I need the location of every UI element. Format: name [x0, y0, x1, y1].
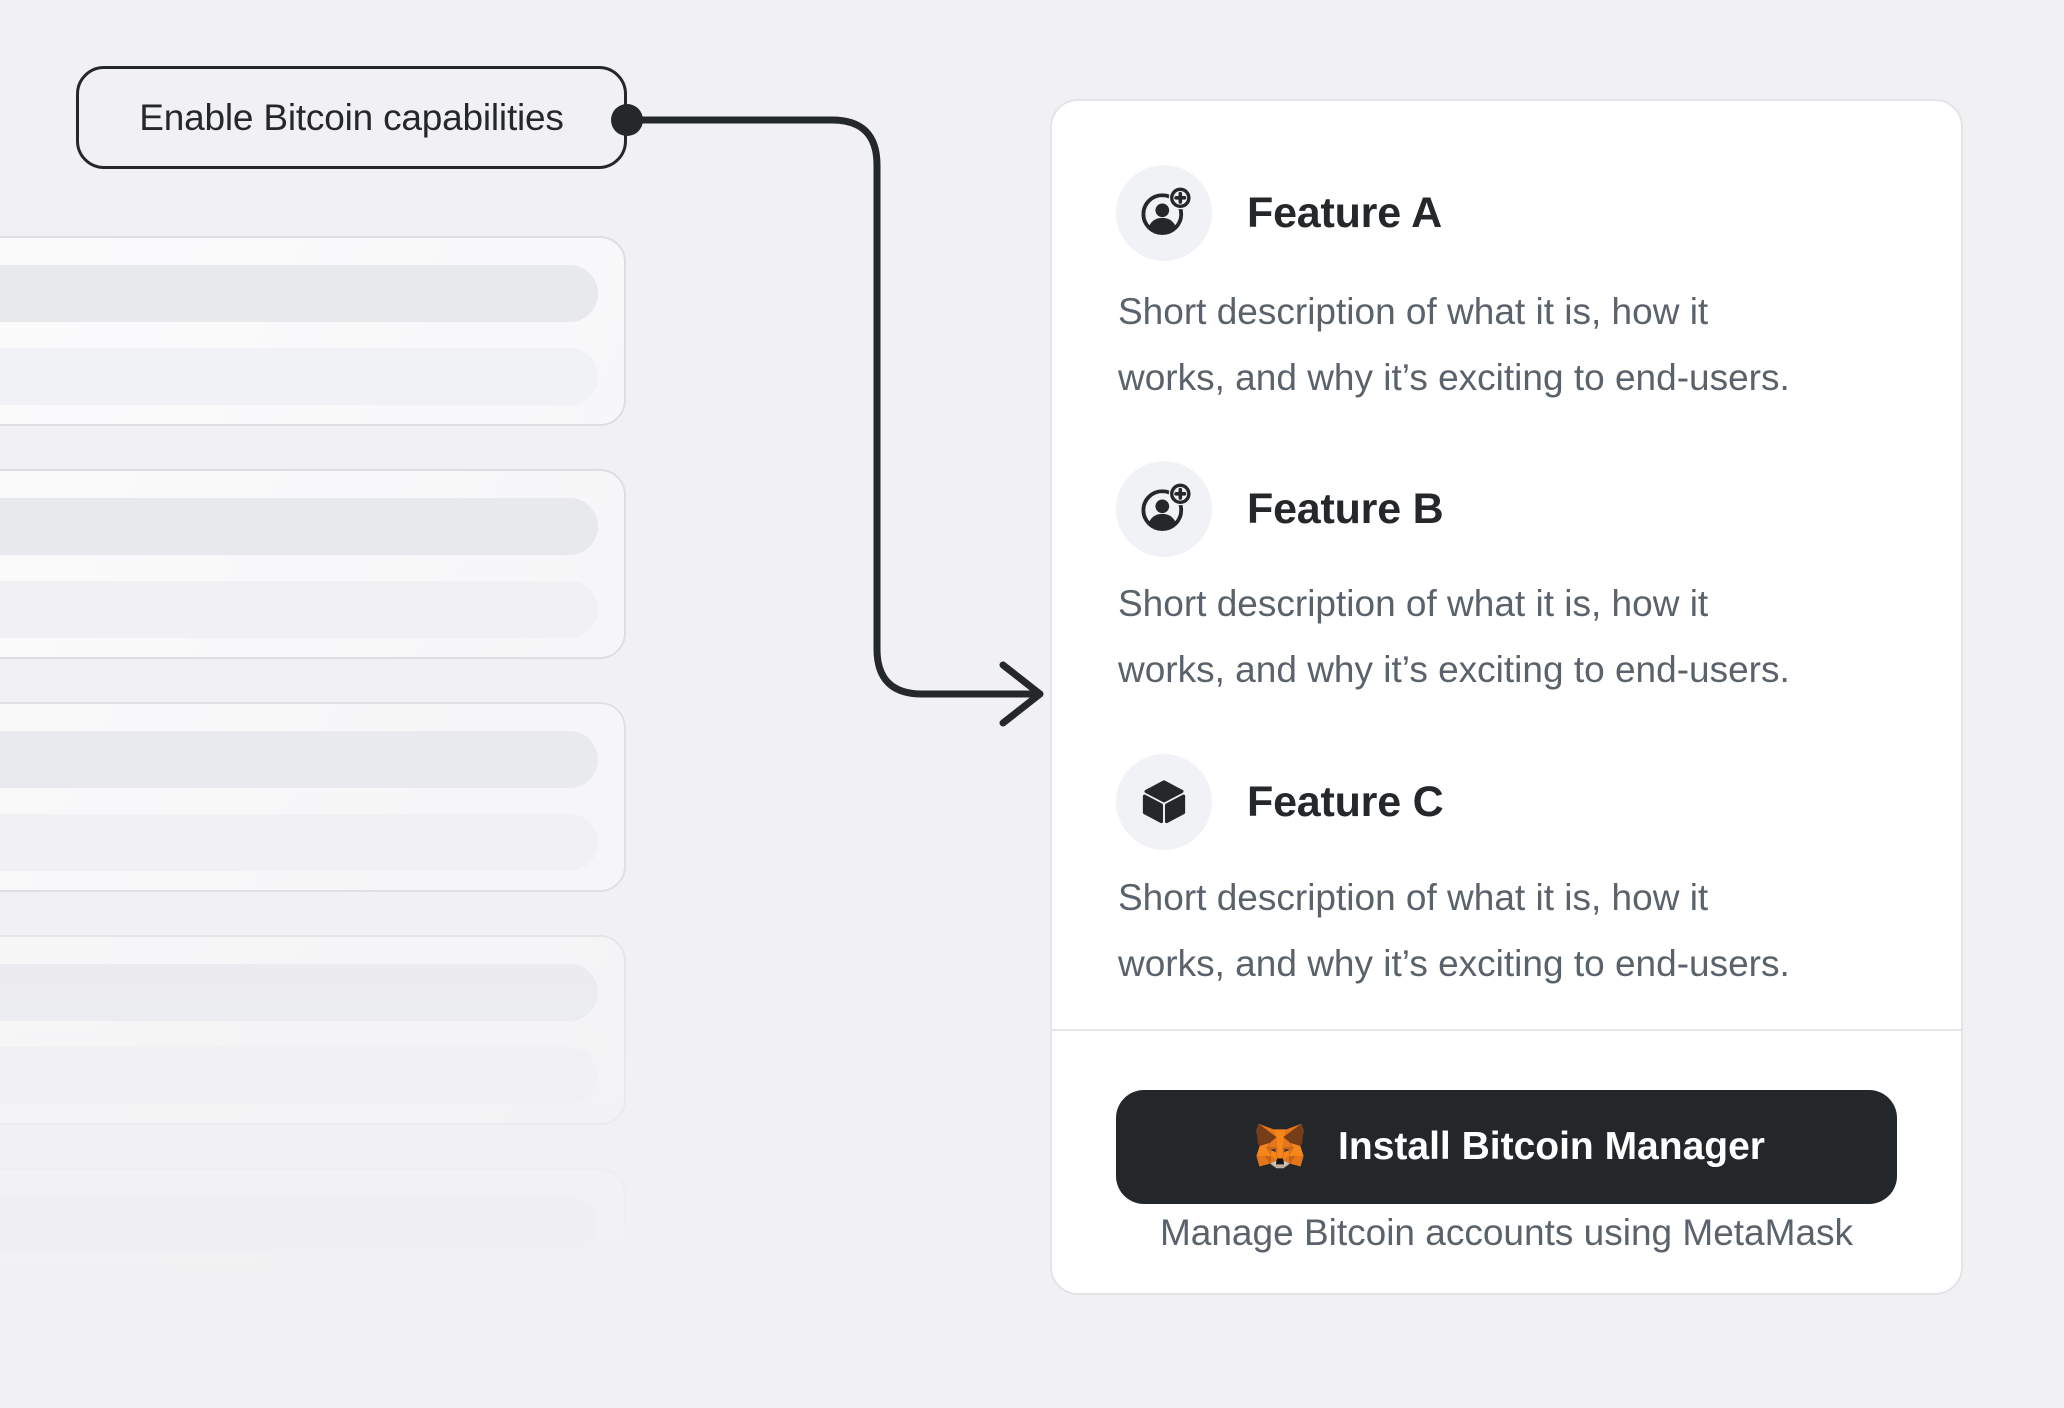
feature-title: Feature B [1247, 484, 1444, 533]
placeholder-card [0, 469, 626, 659]
placeholder-card [0, 935, 626, 1125]
placeholder-bar [0, 1047, 598, 1104]
install-bitcoin-manager-button[interactable]: Install Bitcoin Manager [1116, 1090, 1897, 1204]
placeholder-bar [0, 1280, 598, 1337]
connector-arrowhead [999, 661, 1044, 727]
placeholder-bar [0, 265, 598, 322]
placeholder-card [0, 236, 626, 426]
placeholder-card [0, 702, 626, 892]
annotation-label-text: Enable Bitcoin capabilities [139, 96, 564, 138]
feature-title: Feature A [1247, 188, 1442, 237]
feature-row: Feature A [1116, 165, 1442, 261]
divider [1052, 1029, 1961, 1031]
feature-row: Feature B [1116, 461, 1444, 557]
user-plus-icon [1116, 461, 1212, 557]
connector-line [623, 116, 1040, 698]
placeholder-bar [0, 498, 598, 555]
placeholder-bar [0, 814, 598, 871]
cube-icon [1116, 754, 1212, 850]
placeholder-bar [0, 581, 598, 638]
user-plus-icon [1116, 165, 1212, 261]
placeholder-card [0, 1168, 626, 1358]
feature-title: Feature C [1247, 777, 1444, 826]
placeholder-bar [0, 1197, 598, 1254]
metamask-fox-icon [1248, 1117, 1312, 1177]
install-caption: Manage Bitcoin accounts using MetaMask [1159, 1212, 1854, 1253]
placeholder-bar [0, 731, 598, 788]
install-button-label: Install Bitcoin Manager [1338, 1125, 1765, 1168]
feature-row: Feature C [1116, 754, 1444, 850]
feature-card: Feature A Short description of what it i… [1050, 99, 1963, 1295]
placeholder-bar [0, 964, 598, 1021]
annotation-label: Enable Bitcoin capabilities [76, 66, 627, 169]
placeholder-bar [0, 348, 598, 405]
